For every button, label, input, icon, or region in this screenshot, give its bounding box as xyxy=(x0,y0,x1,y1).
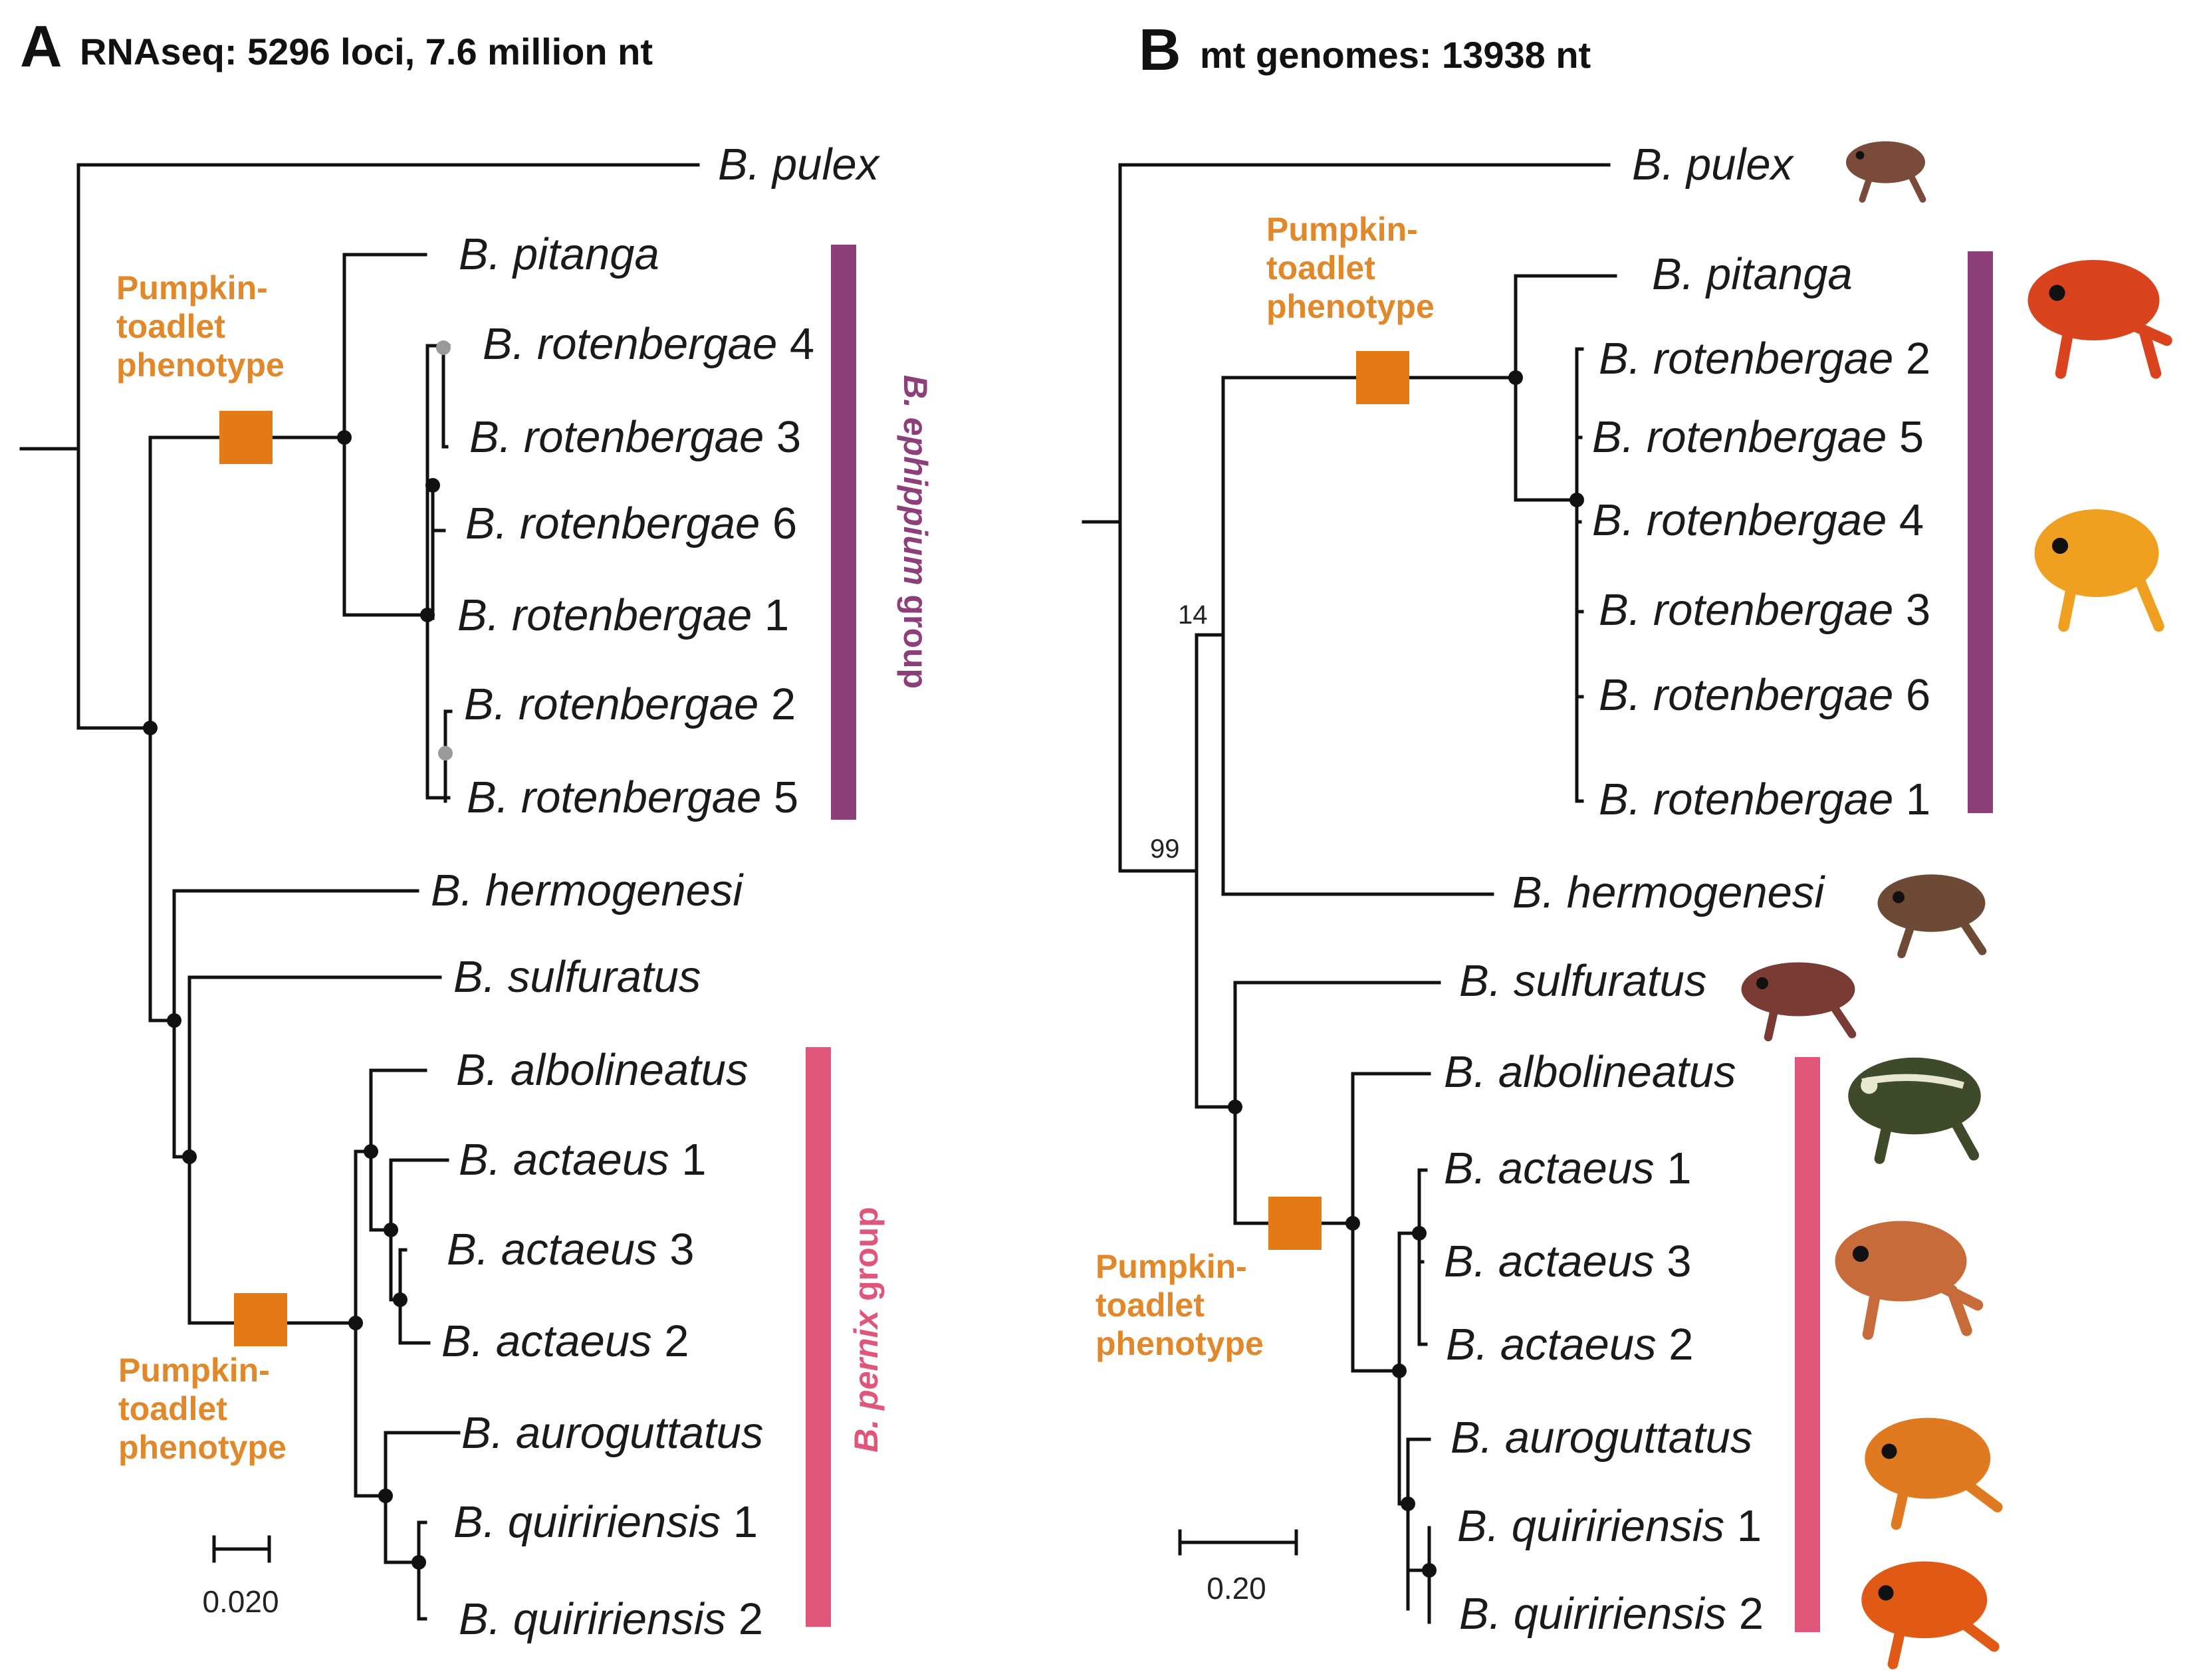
scale-label-a: 0.020 xyxy=(202,1584,279,1619)
pernix-group-bar xyxy=(806,1047,831,1627)
tip-label: B. quiririensis 1 xyxy=(453,1497,758,1547)
pheno-label-b-top: Pumpkin- toadlet phenotype xyxy=(1266,211,1435,325)
ephippium-group-label: B. ephippium group xyxy=(897,375,934,689)
tip-label: B. actaeus 1 xyxy=(1444,1143,1691,1193)
frog-actaeus-icon xyxy=(1835,1221,1984,1340)
phenotype-marker xyxy=(1356,351,1409,404)
panel-a: A RNAseq: 5296 loci, 7.6 million nt xyxy=(19,13,934,1644)
node-dot xyxy=(378,1489,393,1503)
frog-quiririensis-icon xyxy=(1861,1561,2000,1669)
tip-label: B. rotenbergae 2 xyxy=(464,679,796,729)
panel-b: B mt genomes: 13938 nt xyxy=(1082,17,2172,1669)
node-dot xyxy=(1392,1364,1407,1378)
pheno-label-a-bottom: Pumpkin- toadlet phenotype xyxy=(118,1352,287,1466)
node-dot xyxy=(1508,370,1523,385)
node-dot xyxy=(1422,1563,1437,1578)
frog-rotenbergae-icon xyxy=(2034,509,2164,632)
pernix-group-label: B. pernix group xyxy=(848,1207,885,1452)
tip-label: B. rotenbergae 2 xyxy=(1599,334,1930,384)
tip-label: B. sulfuratus xyxy=(1459,956,1706,1006)
tips-b: B. pulex B. pitanga B. rotenbergae 2 B. … xyxy=(1444,140,1930,1639)
pheno-label-b-bottom: Pumpkin- toadlet phenotype xyxy=(1096,1248,1264,1362)
node-dot xyxy=(420,608,435,622)
phenotype-marker xyxy=(219,411,273,464)
tip-label: B. albolineatus xyxy=(456,1045,749,1095)
node-dot xyxy=(425,478,440,493)
frog-auroguttatus-icon xyxy=(1865,1417,2003,1530)
tip-label: B. hermogenesi xyxy=(1512,868,1825,917)
tip-label: B. rotenbergae 4 xyxy=(483,319,814,369)
tip-label: B. hermogenesi xyxy=(431,866,744,915)
tip-label: B. pulex xyxy=(718,140,881,189)
node-dot xyxy=(143,721,158,735)
tip-label: B. auroguttatus xyxy=(1450,1413,1752,1463)
tip-label: B. rotenbergae 1 xyxy=(1599,775,1930,824)
tip-label: B. rotenbergae 5 xyxy=(1592,412,1924,462)
node-dot xyxy=(348,1316,363,1330)
tips-a: B. pulex B. pitanga B. rotenbergae 4 B. … xyxy=(431,140,881,1644)
support-value-14: 14 xyxy=(1178,600,1208,630)
node-dot xyxy=(1228,1100,1242,1114)
node-dot xyxy=(1569,493,1584,507)
tip-label: B. rotenbergae 6 xyxy=(1599,670,1930,720)
node-dot xyxy=(182,1149,197,1164)
tip-label: B. quiririensis 1 xyxy=(1457,1501,1762,1551)
scale-bar-b: 0.20 xyxy=(1178,1529,1298,1606)
tip-label: B. actaeus 1 xyxy=(459,1135,706,1185)
tip-label: B. rotenbergae 4 xyxy=(1592,495,1924,545)
tip-label: B. auroguttatus xyxy=(461,1408,763,1458)
node-dot-gray xyxy=(436,340,451,355)
node-dot xyxy=(393,1292,407,1307)
node-dot xyxy=(1412,1226,1427,1241)
tree-b-nodes xyxy=(1228,370,1584,1578)
tip-label: B. rotenbergae 6 xyxy=(465,499,797,548)
support-value-99: 99 xyxy=(1150,834,1180,864)
frog-pulex-icon xyxy=(1846,141,1926,203)
frog-sulfuratus-icon xyxy=(1741,962,1857,1042)
node-dot xyxy=(337,430,352,445)
panel-b-letter: B xyxy=(1139,17,1181,82)
tip-label: B. rotenbergae 3 xyxy=(1599,585,1930,635)
pheno-label-a-top: Pumpkin- toadlet phenotype xyxy=(116,269,285,384)
node-dot xyxy=(167,1013,181,1028)
node-dot xyxy=(411,1555,426,1570)
scale-label-b: 0.20 xyxy=(1207,1571,1266,1606)
tip-label: B. albolineatus xyxy=(1444,1047,1736,1097)
tip-label: B. actaeus 2 xyxy=(1446,1320,1693,1370)
ephippium-group-bar xyxy=(1968,251,1993,813)
tip-label: B. quiririensis 2 xyxy=(1459,1589,1764,1639)
tip-label: B. pitanga xyxy=(459,229,659,279)
node-dot xyxy=(1345,1216,1360,1231)
panel-a-title: RNAseq: 5296 loci, 7.6 million nt xyxy=(80,31,653,72)
tip-label: B. rotenbergae 5 xyxy=(467,773,798,822)
node-dot-gray xyxy=(438,746,453,761)
scale-bar-a: 0.020 xyxy=(202,1535,279,1619)
tip-label: B. pitanga xyxy=(1652,249,1853,299)
tip-label: B. actaeus 3 xyxy=(1444,1237,1691,1286)
phenotype-marker xyxy=(1268,1197,1322,1250)
panel-a-letter: A xyxy=(20,13,62,79)
node-dot xyxy=(384,1223,398,1237)
tip-label: B. rotenbergae 1 xyxy=(457,590,789,640)
tip-label: B. actaeus 3 xyxy=(447,1225,694,1274)
tip-label: B. pulex xyxy=(1632,140,1795,189)
tip-label: B. actaeus 2 xyxy=(441,1316,689,1366)
tip-label: B. sulfuratus xyxy=(453,952,701,1002)
phenotype-marker xyxy=(234,1293,287,1346)
tree-a-nodes xyxy=(143,340,453,1570)
ephippium-group-bar xyxy=(831,245,856,820)
pernix-group-bar xyxy=(1795,1057,1820,1632)
frog-albolineatus-icon xyxy=(1848,1057,1981,1164)
tip-label: B. rotenbergae 3 xyxy=(469,412,801,462)
node-dot xyxy=(364,1144,378,1159)
node-dot xyxy=(1401,1497,1415,1511)
frog-pitanga-icon xyxy=(2027,260,2172,379)
frog-hermogenesi-icon xyxy=(1877,874,1987,959)
panel-b-title: mt genomes: 13938 nt xyxy=(1200,34,1591,76)
tip-label: B. quiririensis 2 xyxy=(459,1594,763,1644)
